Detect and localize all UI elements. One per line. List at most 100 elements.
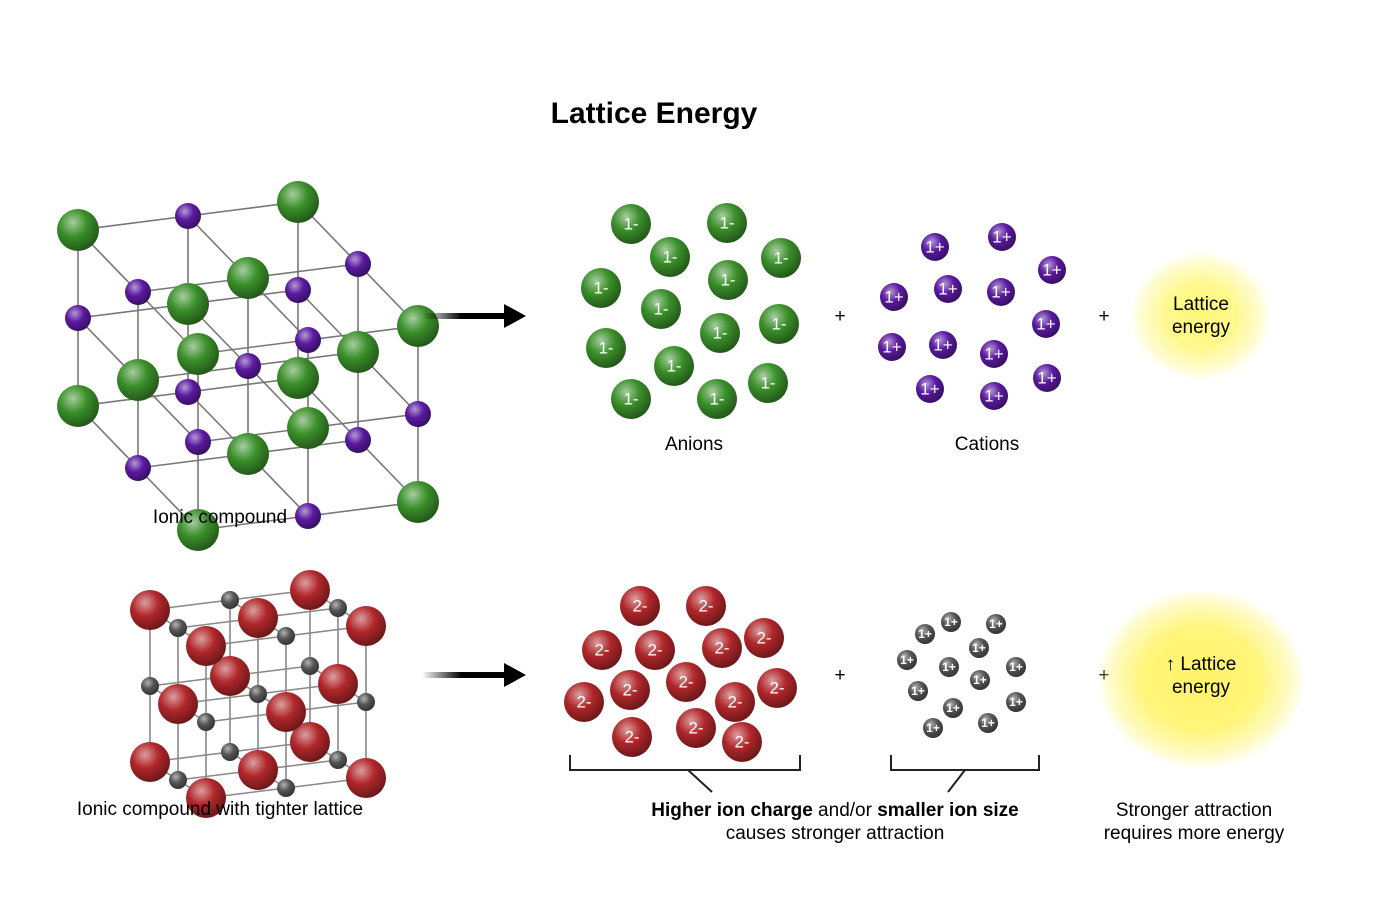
anion: 1- [708,260,748,300]
ion-caption-bold-2: smaller ion size [877,800,1019,821]
ion-charge-label: 1- [662,248,677,267]
ion-charge-label: 1+ [1009,695,1023,709]
ion-charge-label: 1+ [918,627,932,641]
small-cation [277,779,295,797]
small-cation: 1+ [915,624,935,644]
cations-group: 1+1+1+1+1+1+1+1+1+1+1+1+1+ [878,223,1066,410]
ion-charge-label: 1+ [1042,261,1061,280]
small-cations-group: 1+1+1+1+1+1+1+1+1+1+1+1+1+ [897,612,1026,738]
small-cation: 1+ [941,612,961,632]
ion-caption-bold-1: Higher ion charge [651,800,813,821]
ion-charge-label: 1- [773,249,788,268]
ion-charge-label: 1+ [991,283,1010,302]
small-cation [221,743,239,761]
divalent-anion [130,590,170,630]
sodium-ion [295,503,321,529]
ion-charge-label: 2- [769,679,784,698]
sodium-ion [345,251,371,277]
ion-charge-label: 1+ [882,338,901,357]
ion-charge-label: 1- [709,390,724,409]
ion-charge-label: 1+ [933,336,952,355]
anion-2: 2- [757,668,797,708]
anion: 1- [586,328,626,368]
sodium-ion [175,379,201,405]
ion-charge-label: 1+ [920,380,939,399]
ion-charge-label: 2- [647,641,662,660]
small-cation [249,685,267,703]
ion-charge-label: 2- [632,597,647,616]
anion: 1- [707,203,747,243]
chloride-ion [117,359,159,401]
anion-2: 2- [686,586,726,626]
chloride-ion [167,283,209,325]
anion-2: 2- [582,630,622,670]
dissociation-arrow-bottom [422,663,526,687]
chloride-ion [227,433,269,475]
ion-charge-label: 1+ [946,701,960,715]
ion-caption: Higher ion charge and/or smaller ion siz… [600,799,1070,845]
small-cation [329,751,347,769]
ion-charge-label: 1+ [926,721,940,735]
energy-caption-line-1: Stronger attraction [1115,800,1273,821]
ion-charge-label: 1+ [989,617,1003,631]
lattice-energy-text: Lattice energy [1140,293,1262,339]
small-cation [197,713,215,731]
anion: 1- [654,346,694,386]
plus-sign: + [1098,306,1110,327]
ion-charge-label: 1+ [984,387,1003,406]
ion-charge-label: 2- [624,728,639,747]
chloride-ion [337,331,379,373]
ionic-compound-lattice [57,181,439,551]
ion-charge-label: 1- [666,357,681,376]
small-cation: 1+ [943,698,963,718]
small-cation [357,693,375,711]
ion-charge-label: 1+ [1036,315,1055,334]
chloride-ion [397,481,439,523]
small-cation: 1+ [1006,657,1026,677]
cation: 1+ [987,278,1015,306]
ion-charge-label: 1+ [900,653,914,667]
anion-2: 2- [722,722,762,762]
ion-charge-label: 1+ [992,228,1011,247]
energy-caption: Stronger attraction requires more energy [1084,799,1304,845]
ion-charge-label: 1+ [884,288,903,307]
small-cation [221,591,239,609]
ion-charge-label: 1+ [938,280,957,299]
ion-charge-label: 1+ [981,716,995,730]
anion-2: 2- [676,708,716,748]
small-cation [141,677,159,695]
ion-caption-line-1: Higher ion charge and/or smaller ion siz… [600,799,1070,822]
tighter-lattice-label: Ionic compound with tighter lattice [76,799,364,820]
dissociation-arrow-top [422,304,526,328]
ion-charge-label: 1- [712,324,727,343]
small-cation [277,627,295,645]
ion-charge-label: 2- [678,673,693,692]
energy-caption-line-2: requires more energy [1103,823,1285,844]
ion-caption-mid: and/or [812,800,878,821]
ion-charge-label: 1+ [1037,369,1056,388]
chloride-ion [277,357,319,399]
divalent-anion [238,598,278,638]
ion-charge-label: 2- [688,719,703,738]
small-cation [329,599,347,617]
sodium-ion [185,429,211,455]
small-cation [301,657,319,675]
ion-charge-label: 1- [598,339,613,358]
ion-charge-label: 1+ [1009,660,1023,674]
sodium-ion [345,427,371,453]
ion-charge-label: 2- [576,693,591,712]
divalent-anion [130,742,170,782]
divalent-anion [210,656,250,696]
anion: 1- [650,237,690,277]
small-cation: 1+ [897,650,917,670]
anion: 1- [581,268,621,308]
sodium-ion [295,327,321,353]
cation: 1+ [878,333,906,361]
ion-charge-label: 1+ [972,641,986,655]
small-cation [169,771,187,789]
cation-bracket [890,755,1040,771]
anion: 1- [611,204,651,244]
ion-charge-label: 1+ [984,345,1003,364]
small-cation: 1+ [970,670,990,690]
